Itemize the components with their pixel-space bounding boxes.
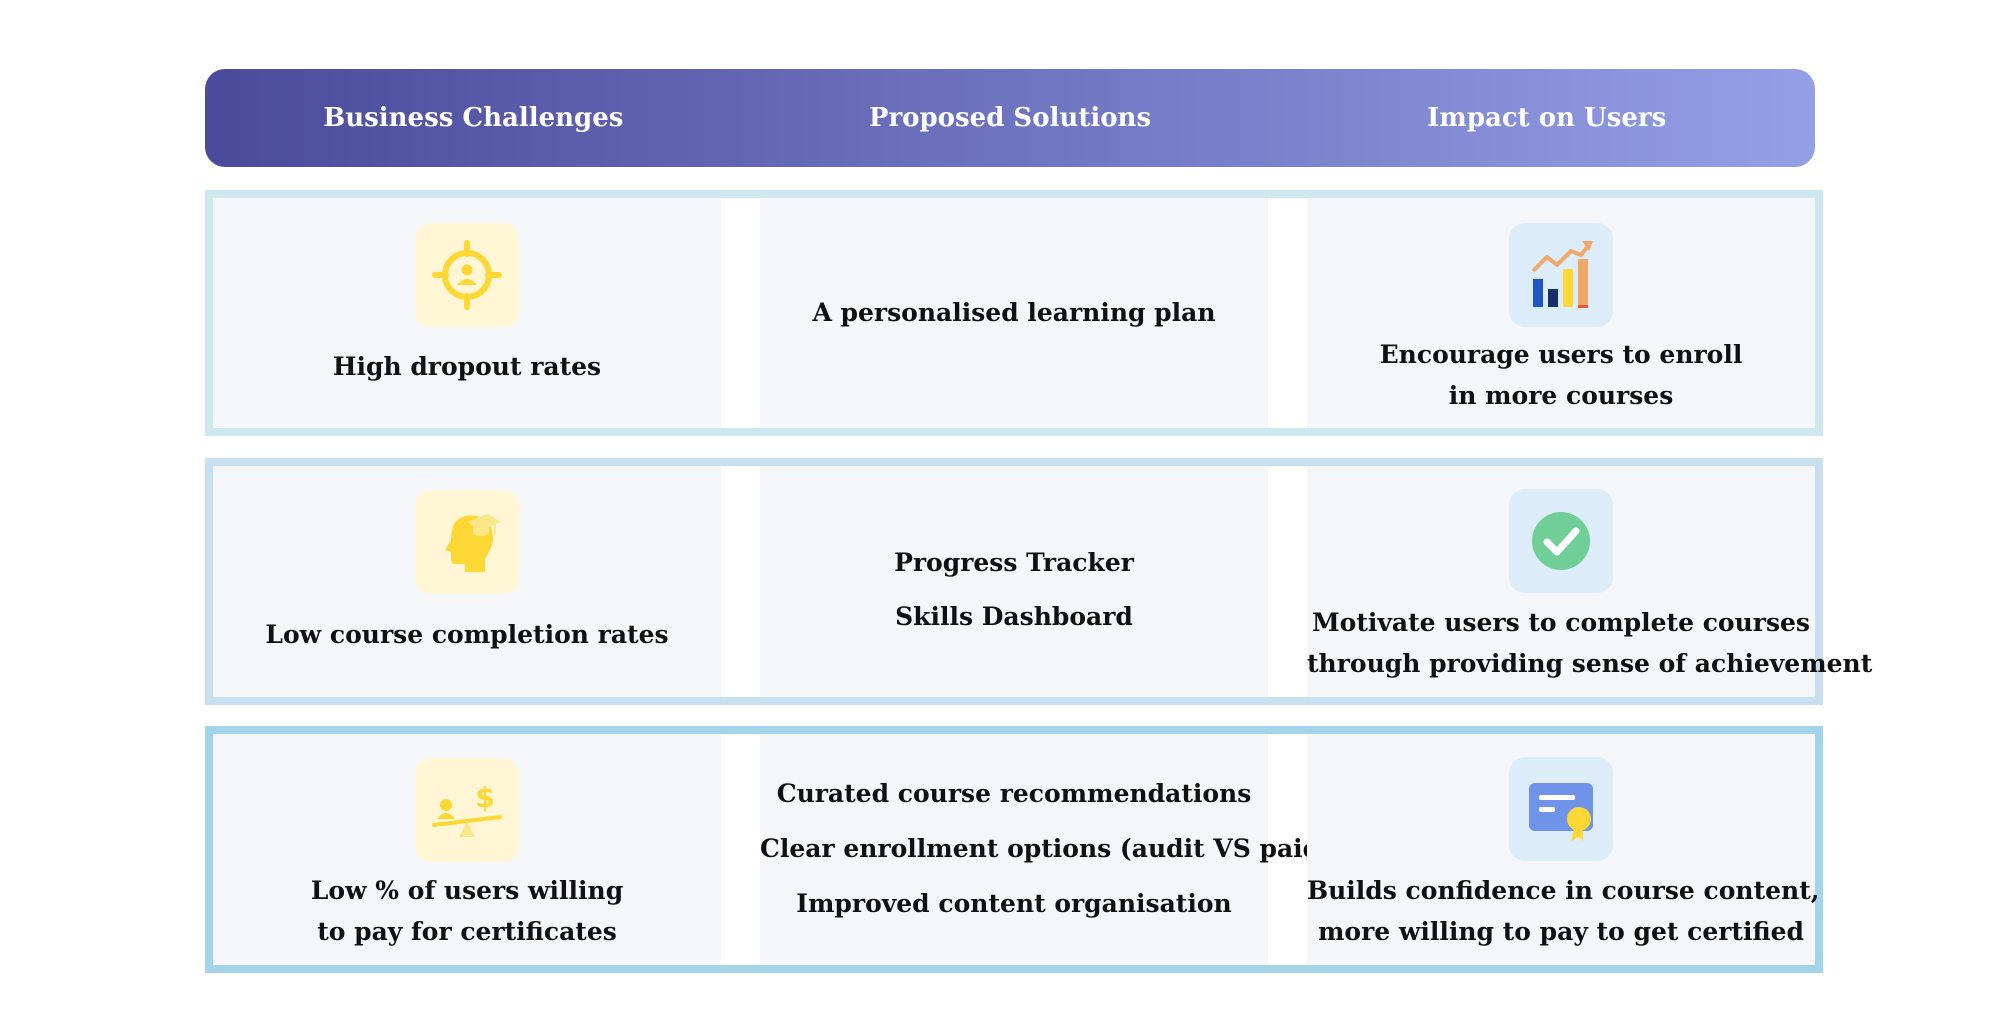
challenge-cell: Low course completion rates bbox=[213, 466, 721, 697]
header-proposed-solutions: Proposed Solutions bbox=[868, 103, 1152, 133]
growth-chart-icon bbox=[1509, 223, 1613, 327]
header-business-challenges: Business Challenges bbox=[323, 103, 624, 133]
seesaw-dollar-icon: $ bbox=[415, 758, 519, 862]
solution-text: Progress Tracker Skills Dashboard bbox=[894, 548, 1134, 631]
solution-cell: Progress Tracker Skills Dashboard bbox=[760, 466, 1268, 697]
solution-cell: A personalised learning plan bbox=[760, 198, 1268, 428]
challenge-cell: High dropout rates bbox=[213, 198, 721, 428]
impact-cell: Motivate users to complete courses throu… bbox=[1307, 466, 1873, 697]
impact-cell: Encourage users to enroll in more course… bbox=[1307, 198, 1815, 428]
impact-cell: Builds confidence in course content, mor… bbox=[1307, 734, 1820, 965]
table-row-completion: Low course completion rates Progress Tra… bbox=[205, 458, 1873, 705]
svg-text:$: $ bbox=[475, 781, 494, 814]
solution-text: Curated course recommendations Clear enr… bbox=[760, 779, 1332, 918]
challenge-text: Low course completion rates bbox=[265, 620, 669, 649]
header-impact-on-users: Impact on Users bbox=[1427, 103, 1667, 133]
checkmark-circle-icon bbox=[1509, 489, 1613, 593]
impact-text: Encourage users to enroll in more course… bbox=[1379, 340, 1743, 410]
impact-text: Motivate users to complete courses throu… bbox=[1307, 608, 1873, 678]
table-row-certificates: $ Low % of users willing to pay for cert… bbox=[205, 726, 1823, 973]
head-graduation-cap-icon bbox=[415, 490, 519, 594]
impact-text: Builds confidence in course content, mor… bbox=[1307, 876, 1820, 946]
solution-text: A personalised learning plan bbox=[812, 298, 1216, 327]
table-header: Business Challenges Proposed Solutions I… bbox=[205, 69, 1815, 167]
challenge-text: Low % of users willing to pay for certif… bbox=[310, 876, 624, 946]
table-row-dropout: High dropout rates A personalised learni… bbox=[205, 190, 1823, 436]
target-user-icon bbox=[415, 223, 519, 327]
challenge-text: High dropout rates bbox=[332, 352, 602, 381]
challenge-cell: $ Low % of users willing to pay for cert… bbox=[213, 734, 721, 965]
certificate-icon bbox=[1509, 757, 1613, 861]
solution-cell: Curated course recommendations Clear enr… bbox=[760, 734, 1332, 965]
